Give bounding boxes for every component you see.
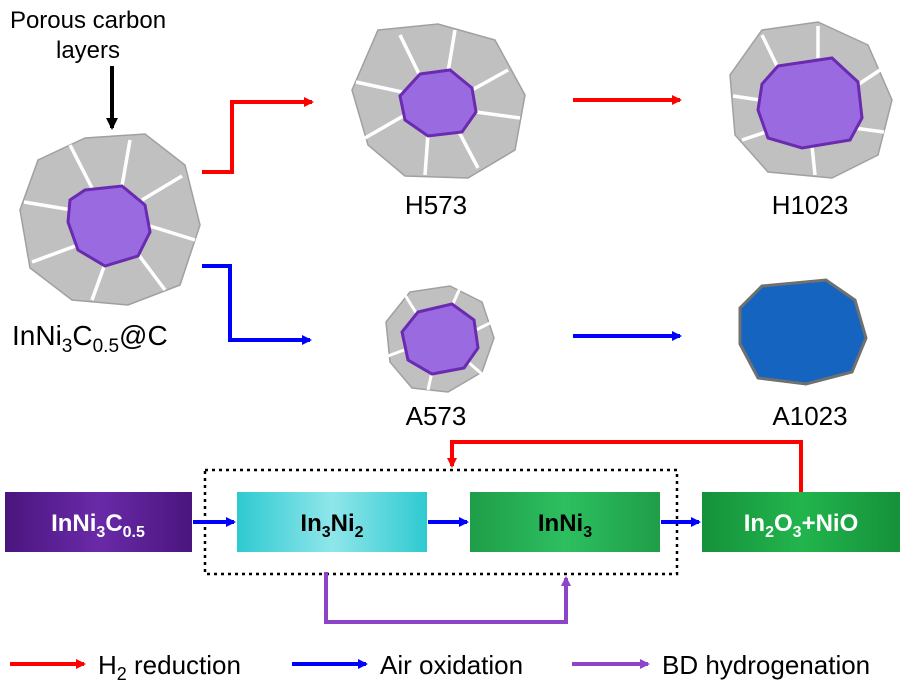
label-h573: H573 [405,190,467,220]
flow-box-innic [5,492,192,552]
callout-line-1: Porous carbon [10,7,166,34]
alloy-core [66,184,152,268]
alloy-core [400,302,480,376]
legend-air-label: Air oxidation [380,650,523,680]
legend: H2 reduction Air oxidation BD hydrogenat… [10,650,870,684]
air-route-arrow [202,264,312,345]
flow-box-in3ni2 [237,492,427,552]
legend-bd-label: BD hydrogenation [662,650,870,680]
particle-h573 [351,23,526,179]
flow-box-oxides [702,492,900,552]
h2-route-arrow [202,97,314,174]
label-a573: A573 [406,401,467,431]
flow-box-innic-label: InNi3C0.5 [51,510,145,541]
callout-line-2: layers [56,37,120,64]
bd-hydrogenation-arrow [324,572,571,624]
particle-h1023 [729,21,893,179]
particle-a573 [385,285,495,393]
flow-box-inni3 [470,492,660,552]
label-start: InNi3C0.5@C [12,320,168,357]
flow-box-in3ni2-label: In3Ni2 [300,510,363,541]
alloy-core [756,56,864,150]
pore-channels [23,139,196,301]
reduction-loop-arrow [447,440,803,492]
particle-start [19,133,201,306]
alloy-core [398,68,478,138]
flow-box-oxides-label: In2O3+NiO [744,510,859,541]
label-a1023: A1023 [772,401,847,431]
pore-channels [355,29,521,176]
legend-h2-label: H2 reduction [98,650,241,684]
callout-porous-carbon: Porous carbon layers [10,7,166,130]
label-h1023: H1023 [772,190,849,220]
flow-box-inni3-label: InNi3 [538,510,592,541]
particle-a1023-oxide [738,278,868,386]
